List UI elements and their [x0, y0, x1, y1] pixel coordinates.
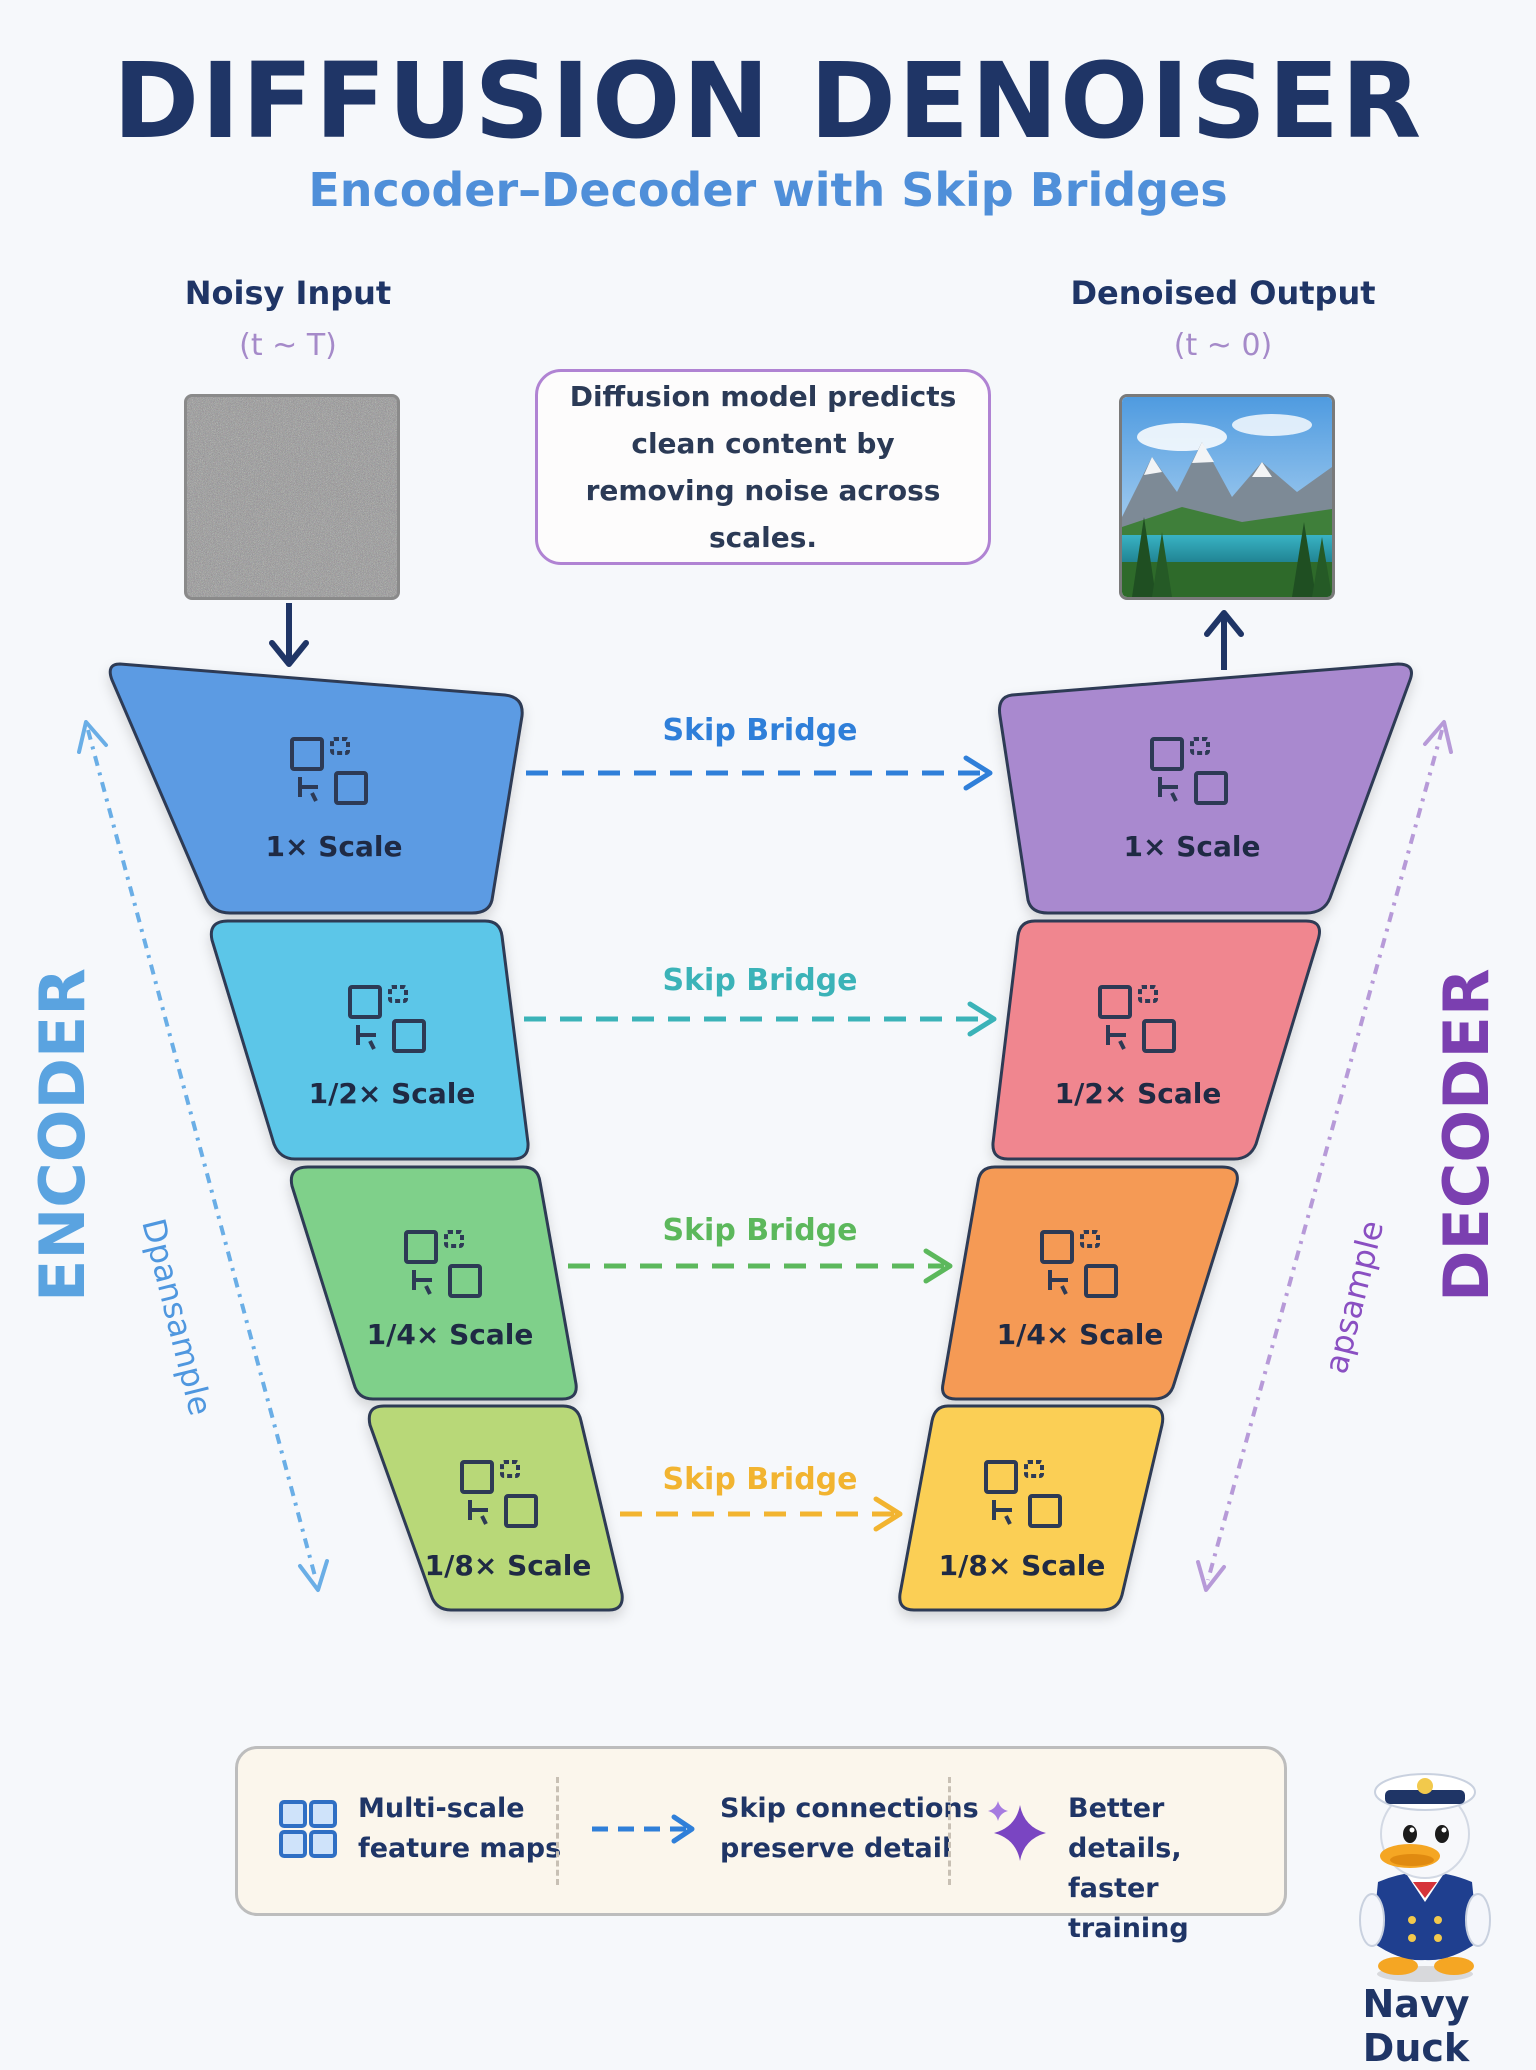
noisy-input-image	[184, 394, 400, 600]
output-label: Denoised Output	[1070, 274, 1376, 312]
page-subtitle: Encoder–Decoder with Skip Bridges	[308, 163, 1228, 217]
encoder-block-quarter: 1/4× Scale	[289, 1165, 578, 1401]
page-title: DIFFUSION DENOISER	[112, 40, 1424, 162]
input-arrow	[269, 603, 309, 667]
explanation-note: Diffusion model predicts clean content b…	[535, 369, 991, 565]
skip-bridge-eighth: Skip Bridge	[620, 1462, 903, 1532]
skip-bridge-label: Skip Bridge	[663, 1462, 858, 1497]
legend-item-3-text: Better details, faster training	[1068, 1789, 1284, 1949]
decoder-block-quarter: 1/4× Scale	[941, 1165, 1239, 1401]
legend-item-2-line2: preserve detail	[720, 1833, 952, 1864]
legend-item-1-text: Multi-scale feature maps	[358, 1789, 561, 1869]
encoder-block-half: 1/2× Scale	[209, 919, 530, 1161]
skip-bridge-1x: Skip Bridge	[526, 713, 993, 791]
encoder-block-label: 1/8× Scale	[425, 1549, 592, 1582]
feature-grid-icon	[279, 1800, 337, 1858]
sparkle-icon	[988, 1801, 1046, 1861]
skip-bridge-label: Skip Bridge	[663, 963, 858, 998]
encoder-block-eighth: 1/8× Scale	[367, 1404, 624, 1612]
input-sub-label: (t ~ T)	[239, 328, 337, 363]
decoder-label: DECODER	[1430, 968, 1503, 1302]
explanation-note-text: Diffusion model predicts clean content b…	[569, 380, 957, 554]
encoder-block-label: 1/2× Scale	[309, 1077, 476, 1110]
legend-item-1-line2: feature maps	[358, 1833, 562, 1864]
legend-panel: Multi-scale feature maps Skip connection…	[235, 1746, 1287, 1944]
decoder-block-1x: 1× Scale	[998, 662, 1413, 915]
decoder-block-label: 1/8× Scale	[939, 1549, 1106, 1582]
skip-bridge-label: Skip Bridge	[663, 1213, 858, 1248]
decoder-block-label: 1× Scale	[1124, 830, 1261, 863]
encoder-label: ENCODER	[26, 967, 99, 1302]
legend-item-2-text: Skip connections preserve detail	[720, 1789, 979, 1869]
mascot-name: Navy Duck	[1362, 1982, 1470, 2070]
legend-item-3-line1: Better details,	[1068, 1793, 1182, 1864]
output-arrow	[1204, 610, 1244, 670]
legend-divider	[556, 1777, 559, 1885]
skip-bridge-label: Skip Bridge	[663, 713, 858, 748]
encoder-block-1x: 1× Scale	[108, 662, 524, 915]
output-sub-label: (t ~ 0)	[1173, 328, 1273, 363]
legend-item-2-line1: Skip connections	[720, 1793, 979, 1824]
decoder-block-label: 1/4× Scale	[997, 1318, 1164, 1351]
dashed-arrow-icon	[592, 1814, 695, 1844]
input-label: Noisy Input	[184, 274, 392, 312]
skip-bridge-quarter: Skip Bridge	[568, 1213, 953, 1284]
legend-item-3-line2: faster training	[1068, 1873, 1189, 1944]
encoder-downsample-arrow	[77, 720, 329, 1592]
legend-item-1-line1: Multi-scale	[358, 1793, 525, 1824]
legend-divider	[948, 1777, 951, 1885]
skip-bridge-half: Skip Bridge	[524, 963, 997, 1037]
encoder-block-label: 1× Scale	[266, 830, 403, 863]
navy-duck-mascot	[1359, 1773, 1491, 1982]
denoised-output-image	[1119, 394, 1335, 600]
decoder-block-label: 1/2× Scale	[1055, 1077, 1222, 1110]
decoder-upsample-arrow	[1196, 720, 1453, 1592]
decoder-block-half: 1/2× Scale	[991, 919, 1321, 1161]
decoder-block-eighth: 1/8× Scale	[898, 1404, 1165, 1612]
encoder-block-label: 1/4× Scale	[367, 1318, 534, 1351]
